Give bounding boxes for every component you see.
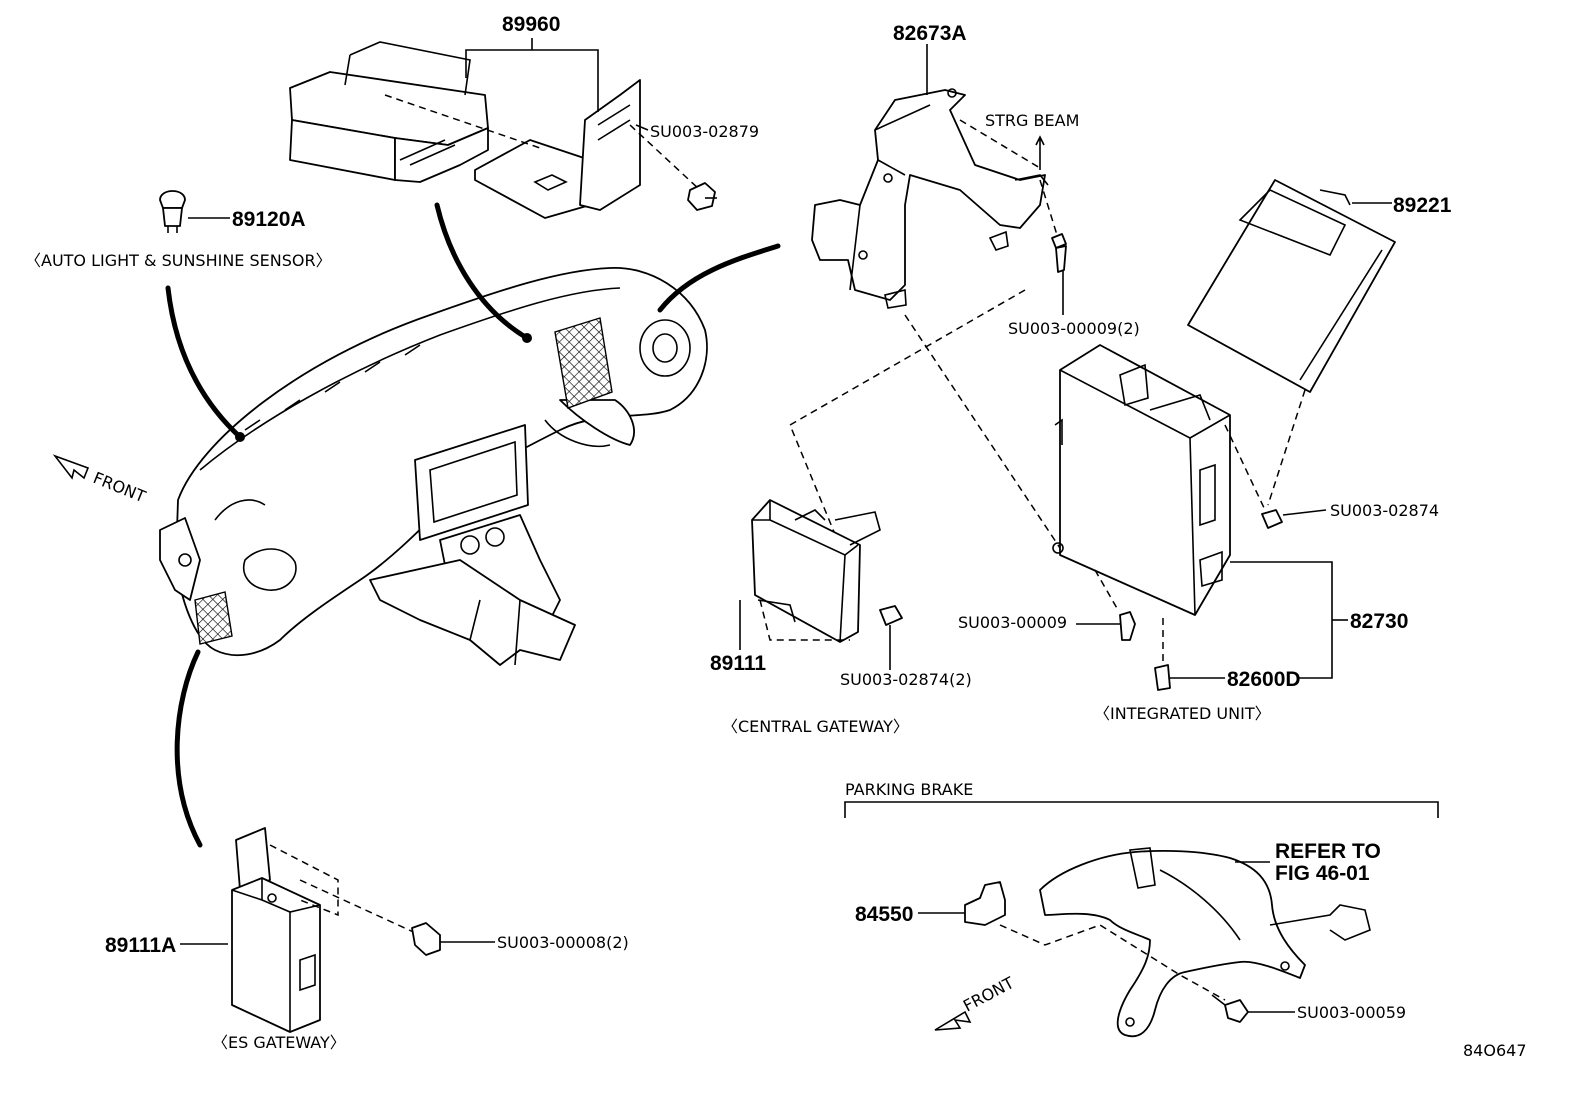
caption-es-gateway: 〈ES GATEWAY〉: [212, 1033, 346, 1052]
part-label-89221: 89221: [1393, 194, 1452, 217]
fastener-label-00008x2: SU003-00008(2): [497, 933, 629, 952]
part-label-82600D: 82600D: [1227, 668, 1301, 691]
part-82730-illustration: [1052, 344, 1231, 616]
front-label-bottom: FRONT: [960, 973, 1017, 1016]
part-label-82730: 82730: [1350, 610, 1408, 633]
part-label-89960: 89960: [502, 13, 560, 36]
part-84550-illustration: [964, 881, 1006, 926]
dashboard-illustration: [159, 267, 708, 666]
caption-strg-beam: STRG BEAM: [985, 111, 1079, 130]
fastener-label-00009: SU003-00009: [958, 613, 1067, 632]
part-82673A-illustration: [811, 88, 1049, 309]
part-label-84550: 84550: [855, 903, 913, 926]
diagram-id: 84O647: [1463, 1041, 1527, 1060]
caption-auto-light-sensor: 〈AUTO LIGHT & SUNSHINE SENSOR〉: [25, 251, 332, 270]
caption-refer-to-line1: REFER TO: [1275, 840, 1381, 863]
front-arrow-bottom: FRONT: [934, 973, 1017, 1031]
fastener-label-02879: SU003-02879: [650, 122, 759, 141]
fastener-label-00059: SU003-00059: [1297, 1003, 1406, 1022]
part-89111A-illustration: [231, 827, 321, 1033]
part-89120A-illustration: [159, 190, 186, 233]
part-label-89111: 89111: [710, 652, 766, 675]
part-89960-illustration: [289, 41, 716, 219]
caption-refer-to-line2: FIG 46-01: [1275, 862, 1370, 885]
front-arrow-top: FRONT: [52, 454, 149, 506]
fastener-label-00009x2: SU003-00009(2): [1008, 319, 1140, 338]
caption-parking-brake: PARKING BRAKE: [845, 780, 973, 799]
caption-central-gateway: 〈CENTRAL GATEWAY〉: [722, 717, 909, 736]
front-label-top: FRONT: [91, 468, 149, 506]
part-89221-illustration: [1187, 179, 1396, 393]
fastener-label-02874: SU003-02874: [1330, 501, 1439, 520]
fastener-label-02874x2: SU003-02874(2): [840, 670, 972, 689]
part-label-89120A: 89120A: [232, 208, 306, 231]
parking-brake-lever-illustration: [1039, 847, 1371, 1038]
part-label-89111A: 89111A: [105, 934, 176, 957]
caption-integrated-unit: 〈INTEGRATED UNIT〉: [1094, 704, 1271, 723]
part-89111-illustration: [751, 499, 881, 643]
callout-leaders: [165, 202, 781, 848]
part-label-82673A: 82673A: [893, 22, 967, 45]
